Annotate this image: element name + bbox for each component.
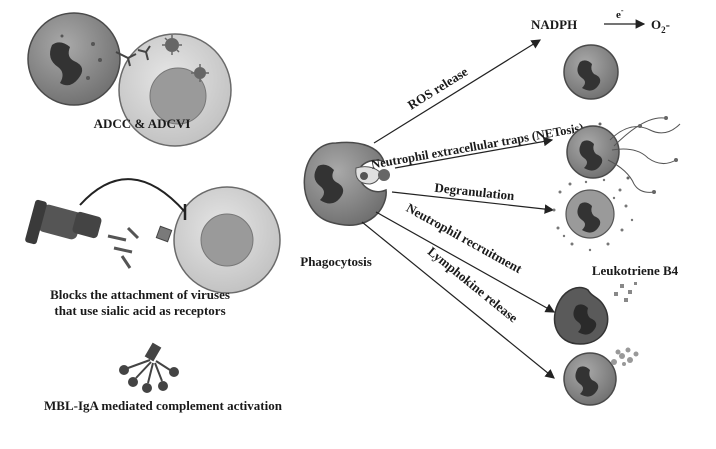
dimeric-iga-icon — [25, 199, 102, 245]
ros-label: ROS release — [405, 64, 471, 113]
lymphokine-cell-icon — [563, 347, 639, 406]
blocks-label-line1: Blocks the attachment of viruses — [50, 287, 230, 302]
adcc-label: ADCC & ADCVI — [94, 116, 191, 131]
ros-arrow — [373, 39, 542, 144]
nadph-label: NADPH — [531, 17, 577, 32]
netosis-label: Neutrophil extracellular traps (NETosis) — [370, 120, 585, 171]
antibody-icon — [107, 226, 140, 269]
pathway-arrows — [361, 19, 646, 379]
ros-cell-icon — [563, 44, 619, 100]
recruitment-arrow — [375, 211, 556, 313]
antibody-bridge-icon — [115, 45, 151, 67]
degranulation-cell-icon — [552, 178, 634, 252]
netosis-cell-icon — [566, 116, 681, 194]
net-fibers-icon — [607, 117, 681, 193]
phagocyte-illustration — [303, 141, 390, 226]
blocks-label-line2: that use sialic acid as receptors — [54, 303, 225, 318]
leukotriene-label: Leukotriene B4 — [592, 263, 679, 278]
adcc-illustration — [27, 12, 232, 147]
virus-icon — [191, 64, 209, 82]
netosis-arrow — [394, 136, 554, 169]
host-nucleus-icon — [200, 213, 254, 267]
electron-label: e- — [616, 6, 624, 21]
mbl-label: MBL-IgA mediated complement activation — [44, 398, 283, 413]
phagocytosis-label: Phagocytosis — [300, 254, 372, 269]
mbl-iga-icon — [119, 342, 179, 393]
nucleus-icon — [314, 164, 344, 204]
blocking-illustration — [25, 178, 281, 294]
lymphokine-arrow — [361, 221, 555, 379]
cytokine-dots-icon — [611, 347, 639, 366]
superoxide-label: O2- — [651, 17, 670, 35]
phagocyte-cell-icon — [303, 141, 387, 226]
degranulation-label: Degranulation — [434, 180, 516, 203]
nucleus-icon — [50, 42, 83, 86]
neutrophil-cell-icon — [27, 12, 121, 106]
inhibition-arc — [79, 178, 186, 213]
leukotriene-dots-icon — [614, 282, 637, 302]
virus-particle-icon — [155, 225, 173, 243]
pathogen-icon — [378, 169, 390, 181]
degranulation-arrow — [391, 191, 555, 214]
target-nucleus-icon — [149, 67, 207, 125]
virus-icon — [162, 35, 182, 55]
recruitment-cell-icon — [553, 282, 637, 345]
granules-icon — [552, 178, 634, 252]
